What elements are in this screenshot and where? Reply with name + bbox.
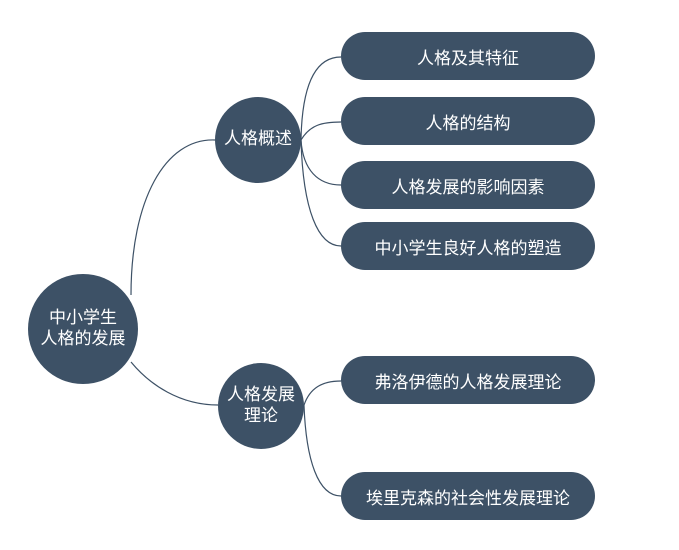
branch-node-label: 人格发展 理论 (227, 384, 295, 426)
branch-node-personality-theories[interactable]: 人格发展 理论 (218, 363, 304, 449)
leaf-node-label: 埃里克森的社会性发展理论 (366, 488, 570, 509)
connector-branch-1-to-leaf-1 (300, 56, 342, 141)
connector-root-to-branch-1 (130, 139, 216, 296)
branch-node-personality-overview[interactable]: 人格概述 (215, 97, 301, 183)
leaf-node-erikson-theory[interactable]: 埃里克森的社会性发展理论 (341, 472, 595, 520)
connector-branch-2-to-leaf-5 (303, 380, 342, 406)
leaf-node-freud-theory[interactable]: 弗洛伊德的人格发展理论 (341, 356, 595, 404)
root-node-label: 中小学生 人格的发展 (40, 307, 126, 349)
connector-root-to-branch-2 (130, 361, 219, 406)
connector-branch-1-to-leaf-2 (300, 121, 342, 141)
leaf-node-personality-structure[interactable]: 人格的结构 (341, 97, 595, 145)
branch-node-label: 人格概述 (224, 129, 292, 150)
leaf-node-label: 弗洛伊德的人格发展理论 (374, 372, 562, 393)
connector-branch-2-to-leaf-6 (303, 404, 342, 497)
leaf-node-personality-shaping[interactable]: 中小学生良好人格的塑造 (341, 222, 595, 270)
leaf-node-label: 人格发展的影响因素 (391, 177, 545, 198)
leaf-node-label: 中小学生良好人格的塑造 (374, 238, 562, 259)
leaf-node-influencing-factors[interactable]: 人格发展的影响因素 (341, 161, 595, 209)
root-node[interactable]: 中小学生 人格的发展 (28, 274, 138, 384)
connector-branch-1-to-leaf-3 (300, 139, 342, 186)
connector-branch-1-to-leaf-4 (300, 139, 342, 247)
leaf-node-personality-traits[interactable]: 人格及其特征 (341, 32, 595, 80)
leaf-node-label: 人格的结构 (425, 113, 511, 134)
leaf-node-label: 人格及其特征 (417, 48, 519, 69)
